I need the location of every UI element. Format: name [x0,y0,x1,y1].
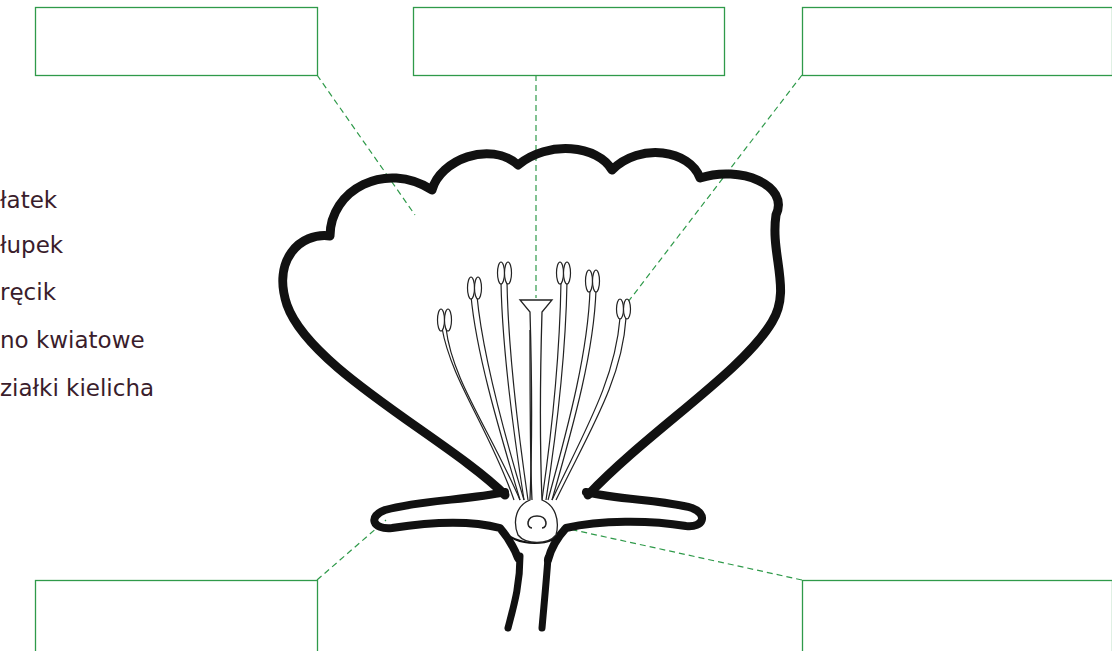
answer-box [803,581,1112,651]
leader-line [317,75,415,215]
sepal [374,492,518,558]
stem [542,558,548,628]
sepal [548,492,702,560]
word-bank-item: łatek [0,186,57,214]
leader-line [560,527,802,580]
word-bank-item: ręcik [0,278,56,306]
word-bank-item: no kwiatowe [0,326,145,354]
pistil [515,300,557,543]
answer-box [803,8,1112,76]
leader-line [535,75,536,298]
answer-box [36,8,318,76]
answer-boxes [36,8,1112,651]
word-bank-item: łupek [0,231,63,259]
answer-box [36,581,318,651]
answer-box [414,8,725,76]
word-bank-item: ziałki kielicha [0,374,154,402]
stem [508,556,520,628]
